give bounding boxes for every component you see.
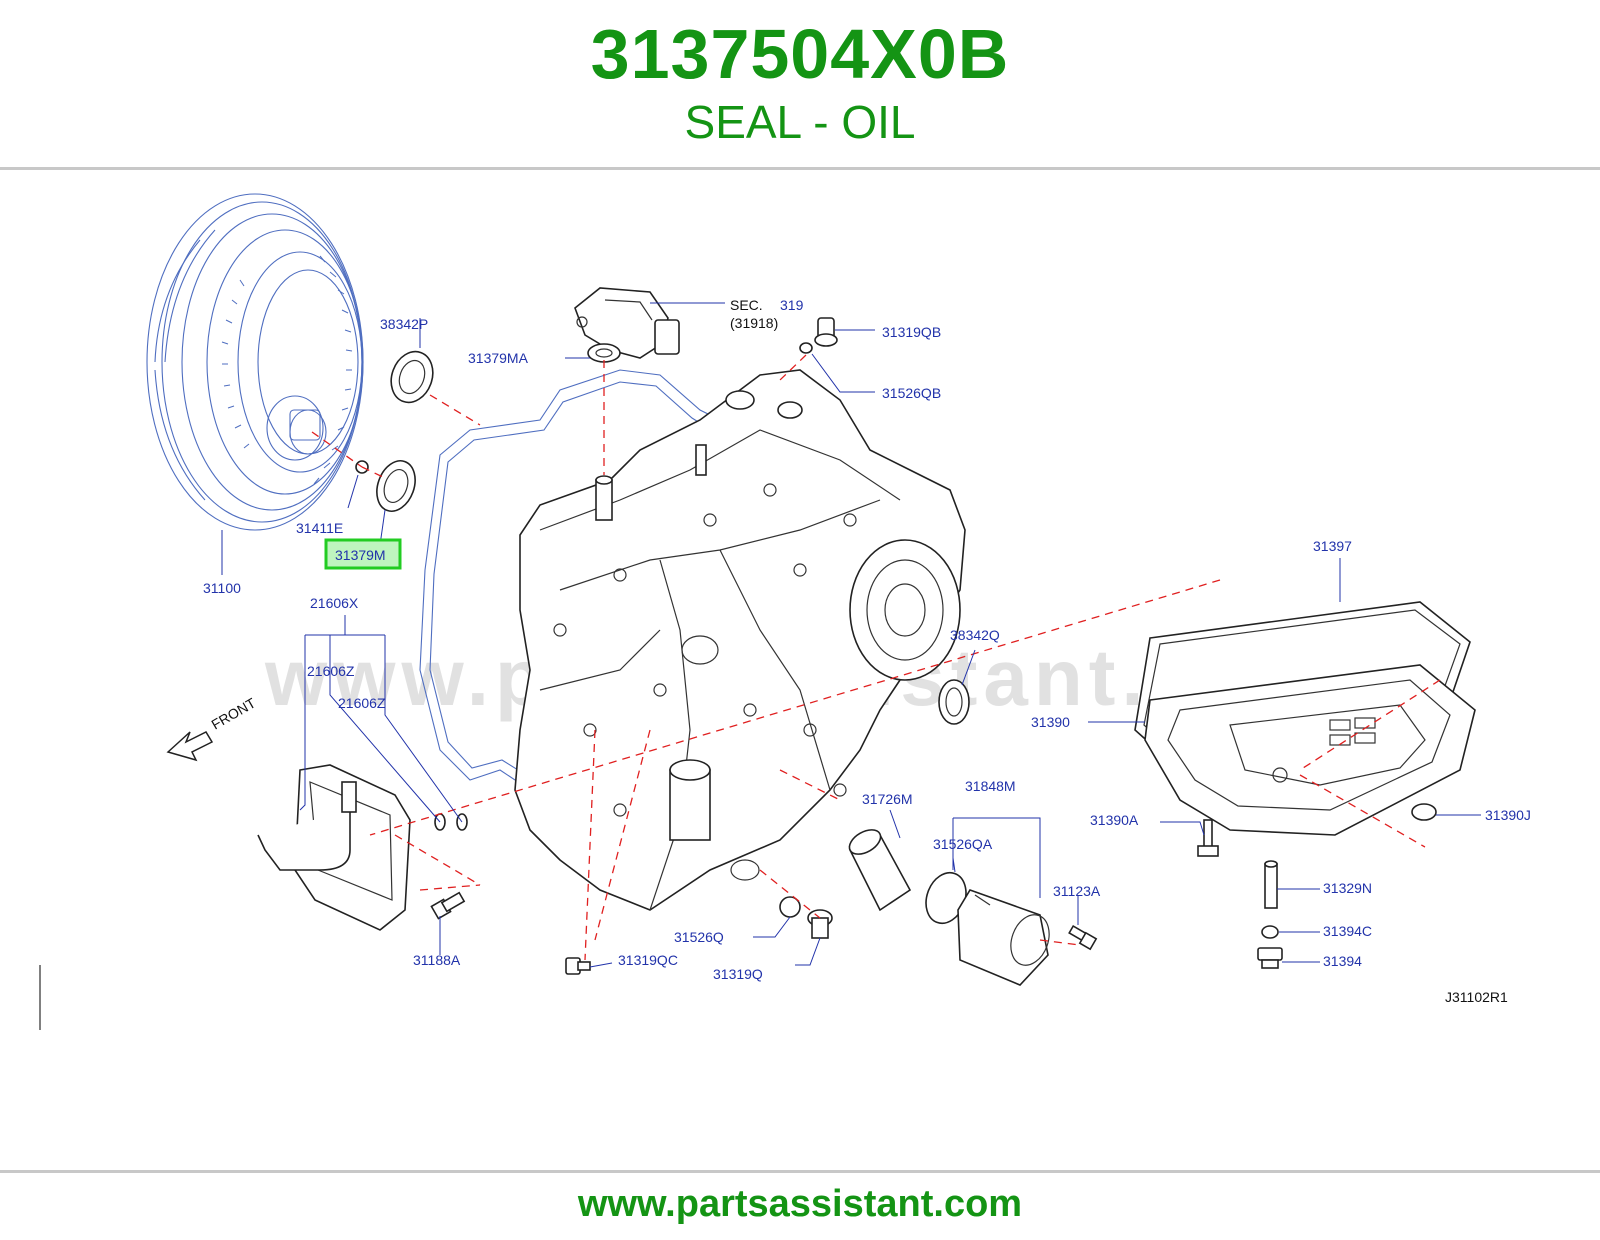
front-arrow-icon (166, 731, 214, 762)
header-divider (0, 167, 1600, 170)
torque-converter-drawing (146, 193, 364, 531)
plug-31394-drawing (1257, 947, 1283, 969)
footer-site-url[interactable]: www.partsassistant.com (577, 1183, 1023, 1225)
alignment-lines (311, 354, 1441, 961)
transmission-case-drawing (419, 369, 966, 911)
page-header: 3137504X0B SEAL - OIL (0, 0, 1600, 170)
plug-31319Q-drawing (807, 909, 833, 939)
label-21606X[interactable]: 21606X (310, 595, 359, 611)
label-31394C[interactable]: 31394C (1323, 923, 1372, 939)
plug-31319QB-drawing (814, 317, 838, 347)
washer-31394C-drawing (1261, 925, 1279, 939)
label-31390A[interactable]: 31390A (1090, 812, 1139, 828)
label-31319QC[interactable]: 31319QC (618, 952, 678, 968)
bolt-31319QC-drawing (565, 957, 591, 975)
label-31379M[interactable]: 31379M (335, 547, 386, 563)
sec-prefix: SEC. (730, 297, 763, 313)
label-31848M[interactable]: 31848M (965, 778, 1016, 794)
front-label: FRONT (209, 694, 259, 732)
filter-31848M-drawing (957, 889, 1050, 986)
label-31390J[interactable]: 31390J (1485, 807, 1531, 823)
part-name-subtitle: SEAL - OIL (684, 96, 916, 148)
label-31319QB[interactable]: 31319QB (882, 324, 941, 340)
footer-divider (0, 1170, 1600, 1173)
oil-pan-drawing (1144, 664, 1476, 836)
oring-31526QB-drawing (799, 342, 813, 354)
part-labels: SEC. 319 (31918) 38342P 31379MA 31319QB … (203, 297, 1531, 1005)
label-31526QB[interactable]: 31526QB (882, 385, 941, 401)
leader-lines (221, 302, 1481, 968)
label-31390[interactable]: 31390 (1031, 714, 1070, 730)
sensor-drawing (574, 287, 680, 359)
label-31526Q[interactable]: 31526Q (674, 929, 724, 945)
sec-part: (31918) (730, 315, 778, 331)
label-31319Q[interactable]: 31319Q (713, 966, 763, 982)
seal-31379M-drawing (376, 460, 416, 512)
sec-number[interactable]: 319 (780, 297, 804, 313)
highlight-box (324, 538, 402, 570)
label-38342P[interactable]: 38342P (380, 316, 428, 332)
seal-38342Q-drawing (938, 679, 970, 725)
label-31526QA[interactable]: 31526QA (933, 836, 993, 852)
part-number-title: 3137504X0B (590, 15, 1010, 93)
label-38342Q[interactable]: 38342Q (950, 627, 1000, 643)
label-31123A[interactable]: 31123A (1053, 883, 1101, 899)
label-31379MA[interactable]: 31379MA (468, 350, 529, 366)
label-21606Z-b[interactable]: 21606Z (338, 695, 386, 711)
label-31100[interactable]: 31100 (203, 580, 241, 596)
label-31726M[interactable]: 31726M (862, 791, 913, 807)
oil-cooler-drawing (257, 764, 468, 931)
filter-31726M-drawing (848, 829, 912, 912)
label-31411E[interactable]: 31411E (296, 520, 343, 536)
bolt-31390A-drawing (1197, 819, 1219, 857)
label-31397[interactable]: 31397 (1313, 538, 1352, 554)
pipe-31329N-drawing (1264, 860, 1278, 909)
label-31394[interactable]: 31394 (1323, 953, 1362, 969)
bolt-31123A-drawing (1068, 924, 1098, 951)
diagram-code: J31102R1 (1445, 989, 1508, 1005)
label-31329N[interactable]: 31329N (1323, 880, 1372, 896)
washer-31390J-drawing (1411, 803, 1437, 821)
label-21606Z-a[interactable]: 21606Z (307, 663, 355, 679)
parts-diagram: www.partsassistant.com (39, 193, 1531, 1030)
label-31188A[interactable]: 31188A (413, 952, 461, 968)
seal-31379MA-drawing (587, 343, 621, 363)
front-direction: FRONT (166, 694, 259, 762)
seal-38342P-drawing (390, 350, 434, 404)
